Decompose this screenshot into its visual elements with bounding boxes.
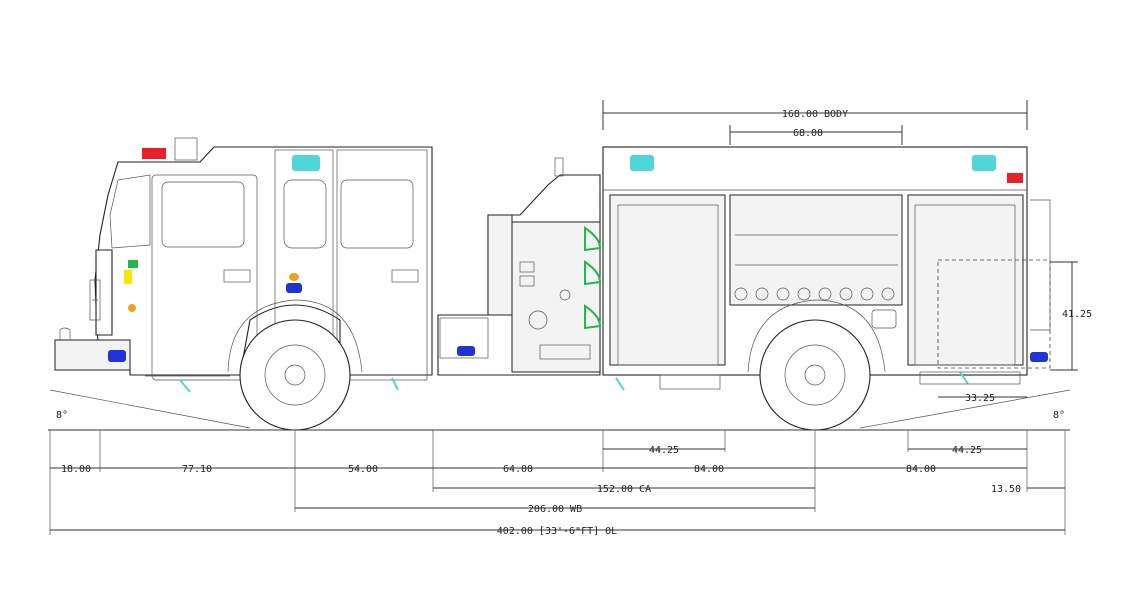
- axle-to-cab-label: 54.00: [348, 464, 378, 475]
- front-to-axle-label: 77.10: [182, 464, 212, 475]
- cab-red-warning-light: [142, 148, 166, 159]
- pump-section-label: 64.00: [503, 464, 533, 475]
- front-wheel: [227, 299, 363, 431]
- body-to-axle-label: 84.00: [694, 464, 724, 475]
- rear-body: [602, 146, 1051, 376]
- front-angle-label: 8°: [56, 410, 68, 421]
- rear-angle-label: 8°: [1053, 410, 1065, 421]
- front-overhang-label: 18.00: [61, 464, 91, 475]
- overall-length-label: 402.00 [33'-6"FT] OL: [497, 526, 617, 537]
- cab-blue-marker: [286, 283, 302, 293]
- rear-offset-dimension: 33.25: [938, 393, 1027, 404]
- body-red-light: [1007, 173, 1023, 183]
- wb-label: 206.00 WB: [528, 504, 582, 515]
- pump-blue-marker: [457, 346, 475, 356]
- ca-label: 152.00 CA: [597, 484, 651, 495]
- front-compartment-label: 44.25: [649, 445, 679, 456]
- rear-compartment-label: 44.25: [952, 445, 982, 456]
- cab-cyan-light: [292, 155, 320, 171]
- fire-truck: [54, 137, 1051, 431]
- right-height-dimension: 41.25: [1050, 261, 1092, 371]
- rear-step-label: 13.50: [991, 484, 1021, 495]
- rear-blue-marker: [1030, 352, 1048, 362]
- body-cyan-light-rear: [972, 155, 996, 171]
- front-blue-light: [108, 350, 126, 362]
- body-cyan-light-front: [630, 155, 654, 171]
- rear-axle-to-end-label: 84.00: [906, 464, 936, 475]
- pump-panel: [437, 157, 602, 376]
- body-dimension-label: 168.00 BODY: [782, 109, 848, 120]
- cab: [54, 137, 433, 381]
- rear-offset-label: 33.25: [965, 393, 995, 404]
- top-dimensions: 168.00 BODY 68.00: [602, 100, 1028, 145]
- body-inner-dimension-label: 68.00: [793, 128, 823, 139]
- height-right-label: 41.25: [1062, 309, 1092, 320]
- hose-reel-row: [734, 287, 895, 301]
- bottom-dimensions: 44.25 44.25 18.00 77.10 54.00 64.00 84.0…: [49, 430, 1066, 537]
- cab-amber-marker: [289, 273, 299, 281]
- approach-departure-angles: 8° 8°: [49, 389, 1071, 429]
